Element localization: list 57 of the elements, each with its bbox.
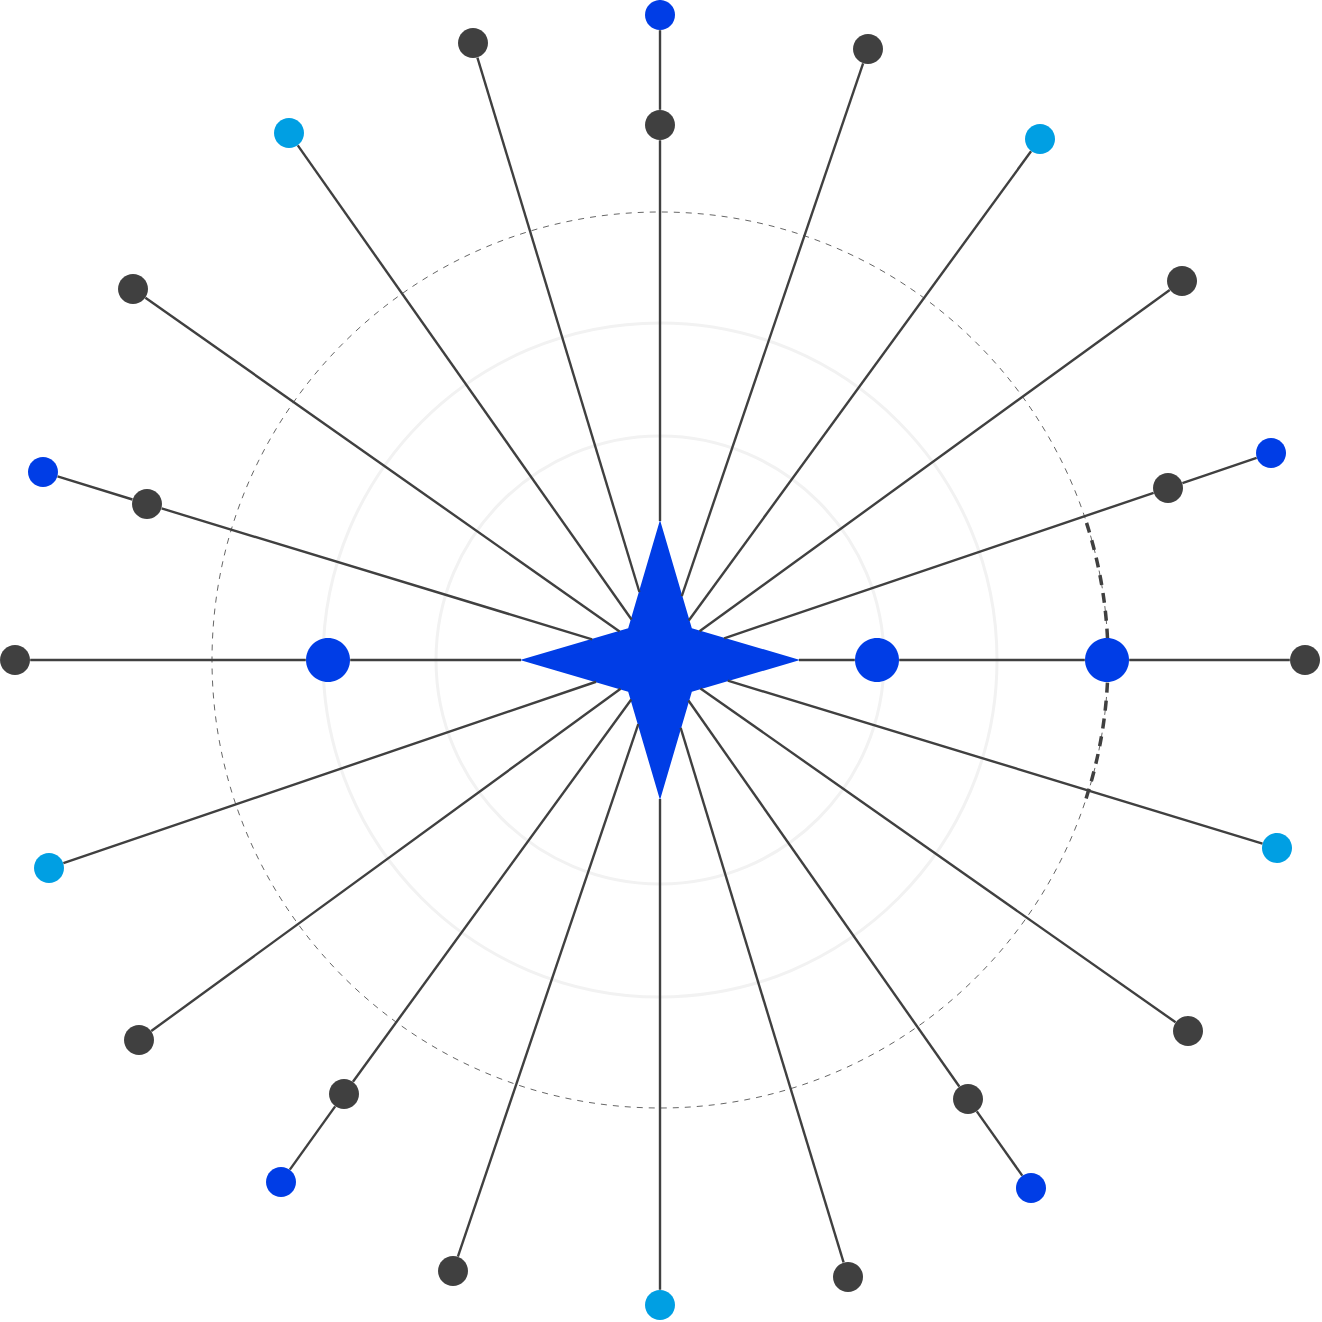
dot xyxy=(1173,1016,1203,1046)
line xyxy=(658,799,662,1290)
line xyxy=(699,687,1177,1024)
line xyxy=(456,723,640,1257)
line xyxy=(161,507,593,641)
dot xyxy=(124,1025,154,1055)
dot xyxy=(132,489,162,519)
dot xyxy=(1153,473,1183,503)
dot xyxy=(28,457,58,487)
line xyxy=(658,30,662,110)
dot xyxy=(953,1084,983,1114)
dot xyxy=(274,118,304,148)
dot xyxy=(266,1167,296,1197)
dot xyxy=(1016,1173,1046,1203)
dot xyxy=(34,853,64,883)
line xyxy=(658,140,662,521)
dot xyxy=(853,34,883,64)
line xyxy=(150,687,622,1032)
dot xyxy=(645,110,675,140)
dot xyxy=(1085,638,1129,682)
line xyxy=(476,57,641,593)
line xyxy=(679,727,845,1263)
line xyxy=(799,658,855,662)
dot xyxy=(833,1262,863,1292)
line xyxy=(350,658,521,662)
dot xyxy=(1290,645,1320,675)
dot xyxy=(1256,438,1286,468)
line xyxy=(723,491,1154,640)
line xyxy=(680,63,865,597)
line xyxy=(288,1105,337,1171)
line xyxy=(727,679,1263,845)
dot xyxy=(458,28,488,58)
dot xyxy=(1167,266,1197,296)
line xyxy=(63,680,597,865)
line xyxy=(899,658,1085,662)
dot xyxy=(329,1079,359,1109)
line xyxy=(30,658,306,662)
dot xyxy=(438,1256,468,1286)
dot xyxy=(0,645,30,675)
line xyxy=(144,296,621,633)
dot xyxy=(855,638,899,682)
dot xyxy=(645,0,675,30)
line xyxy=(687,150,1033,622)
line xyxy=(296,144,633,621)
line xyxy=(1129,658,1290,662)
star-shape xyxy=(520,520,800,800)
line xyxy=(352,698,633,1083)
dot xyxy=(645,1290,675,1320)
dot xyxy=(306,638,350,682)
dot xyxy=(1025,124,1055,154)
line xyxy=(975,1110,1024,1177)
line xyxy=(57,475,133,501)
line xyxy=(687,699,961,1088)
dot xyxy=(1262,833,1292,863)
line xyxy=(698,288,1171,633)
dot xyxy=(118,274,148,304)
line xyxy=(1182,456,1257,485)
